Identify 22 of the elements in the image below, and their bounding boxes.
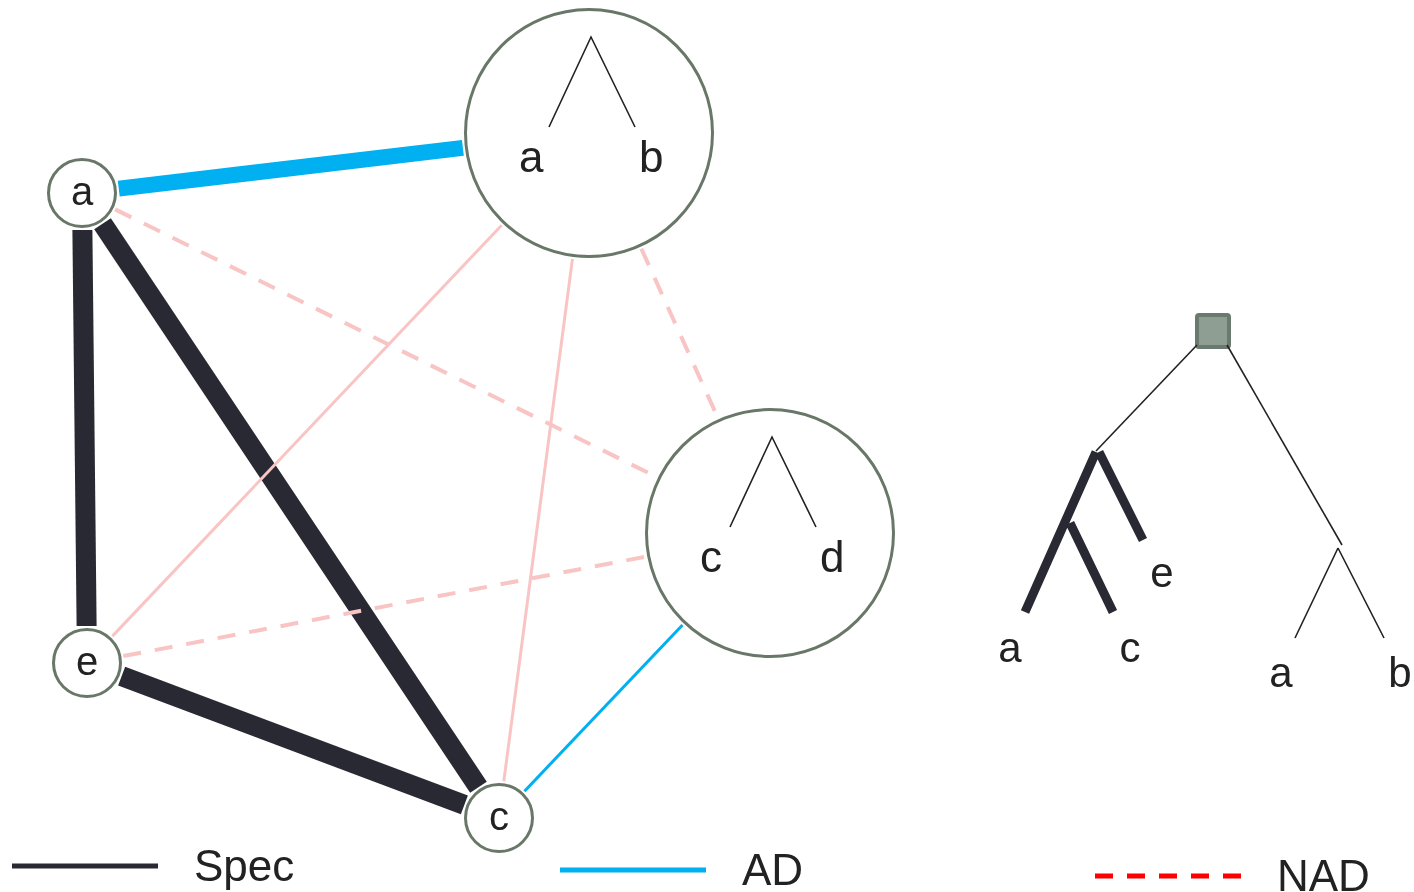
leaf-label: b: [639, 131, 664, 183]
connector-line: [523, 624, 684, 793]
leaf-label: a: [1269, 648, 1293, 698]
leaf-label: c: [1119, 623, 1141, 673]
leaf-label: a: [519, 131, 544, 183]
legend-label: AD: [742, 844, 804, 892]
leaf-label: a: [998, 623, 1022, 673]
connector-line: [94, 218, 487, 793]
connector-line: [502, 258, 574, 782]
connector-line: [117, 140, 464, 197]
leaf-label: c: [700, 531, 722, 583]
connector-line: [72, 229, 97, 627]
leaf-label: b: [1388, 648, 1412, 698]
legend-label: Spec: [194, 840, 295, 892]
leaf-label: e: [1150, 548, 1174, 598]
legend-label: NAD: [1277, 850, 1370, 892]
node-label: c: [488, 793, 510, 840]
connector-line: [111, 224, 503, 638]
node-label: a: [69, 168, 95, 215]
leaf-label: d: [820, 531, 845, 583]
connector-line: [122, 554, 646, 659]
node-label: e: [74, 638, 100, 685]
